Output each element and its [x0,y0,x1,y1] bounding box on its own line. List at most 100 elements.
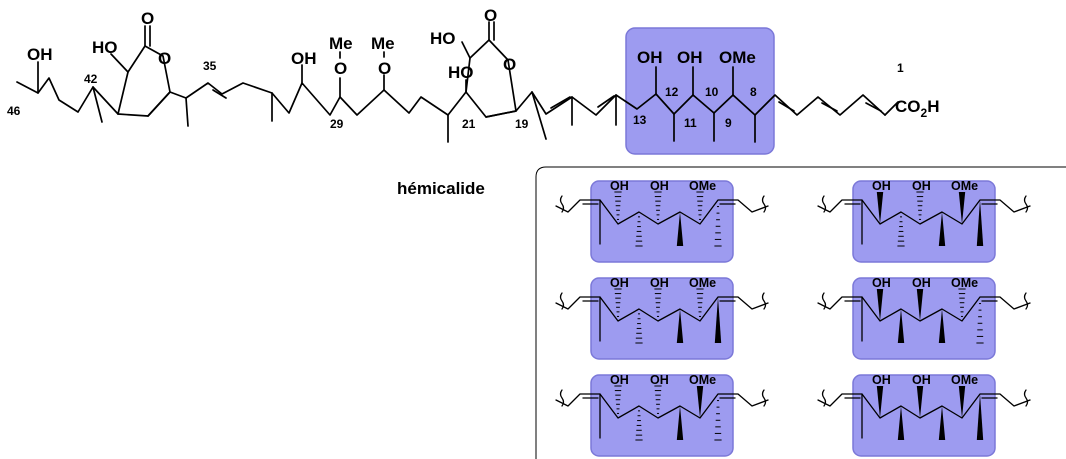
wavy-bond-right [761,195,767,213]
num-c19: 19 [515,117,529,131]
label-ome9: OMe [689,373,716,387]
double-bond-c3 [865,102,882,112]
label-oh11: OH [912,276,931,290]
label-carbonyl-right: O [484,6,497,25]
label-ome9: OMe [689,276,716,290]
double-bond-c15 [597,95,615,108]
fragment-backbone [555,296,769,322]
ome9-stereo-bond [958,288,966,317]
double-bond-c7 [778,101,795,112]
label-ome9: OMe [719,48,756,67]
label-ome9: OMe [951,179,978,193]
me8-stereo-bond [976,394,984,440]
label-ring-o-right: O [503,55,516,74]
candidate-2: OH OH OMe [817,179,1031,263]
label-oh11: OH [650,179,669,193]
label-oh13: OH [610,276,629,290]
label-oh-mid: OH [291,49,317,68]
label-ome9: OMe [951,276,978,290]
bond-c1-co2h [884,101,899,116]
me12-stereo-bond [897,216,905,247]
wavy-bond-right [1023,292,1029,310]
me10-stereo-bond [938,406,946,440]
oh11-stereo-bond [916,191,924,220]
me12-stereo-bond [635,410,643,441]
label-ho-lactone-right: HO [430,29,456,48]
label-co2h: CO2H [895,97,939,120]
hemicalide-structure: OH HO O O OH Me O Me O HO O O HO OH OH O… [7,6,939,155]
wavy-bond-right [761,389,767,407]
bond-ho-right [461,41,471,59]
wavy-bond-right [761,292,767,310]
compound-name: hémicalide [397,179,485,198]
lactone-left-ring [117,45,171,117]
ome9-stereo-bond [696,191,704,220]
oh13-stereo-bond [614,288,622,317]
num-c42: 42 [84,72,98,86]
bond-me18 [531,91,547,140]
fragment-backbone [555,393,769,419]
label-ho21: HO [448,63,474,82]
oh13-stereo-bond [614,191,622,220]
me12-stereo-bond [897,406,905,440]
ome9-stereo-bond [958,386,966,418]
me8-stereo-bond [714,297,722,343]
num-c13: 13 [633,113,647,127]
oh11-stereo-bond [654,385,662,414]
oh11-stereo-bond [654,288,662,317]
label-o27: O [378,59,391,78]
me8-stereo-bond [714,206,722,247]
num-c21: 21 [462,117,476,131]
fragment-backbone [817,199,1031,225]
wavy-bond-right [1023,195,1029,213]
label-ho-lactone-left: HO [92,38,118,57]
label-carbonyl-left: O [141,9,154,28]
double-bond-c17 [550,96,571,109]
num-c35: 35 [203,59,217,73]
me10-stereo-bond [938,212,946,246]
num-c11: 11 [684,116,697,130]
label-oh13: OH [637,48,663,67]
highlight-box-main [625,27,775,155]
wavy-bond-right [1023,389,1029,407]
ome9-stereo-bond [696,386,704,418]
num-c9: 9 [725,116,732,130]
label-oh13: OH [872,179,891,193]
oh11-stereo-bond [654,191,662,220]
label-oh13: OH [610,179,629,193]
oh13-stereo-bond [614,385,622,414]
bond-me42 [92,86,103,123]
label-oh13: OH [872,276,891,290]
candidates-panel-frame [535,166,1066,459]
bond-ho-left [110,53,129,73]
me10-stereo-bond [938,309,946,343]
num-c12: 12 [665,85,679,99]
num-c46: 46 [7,104,21,118]
label-o29: O [334,59,347,78]
me10-stereo-bond [676,212,684,246]
label-oh11: OH [650,373,669,387]
me12-stereo-bond [897,309,905,343]
num-c1: 1 [897,61,904,75]
oh13-stereo-bond [876,192,884,224]
lactone-right-ring [465,39,517,118]
candidate-4: OH OH OMe [817,276,1031,360]
me12-stereo-bond [635,216,643,247]
me8-stereo-bond [976,200,984,246]
oh11-stereo-bond [916,289,924,321]
ome9-stereo-bond [958,192,966,224]
oh13-stereo-bond [876,289,884,321]
me8-stereo-bond [714,400,722,441]
label-me27: Me [371,34,395,53]
double-bond-c5 [821,102,838,112]
me10-stereo-bond [676,406,684,440]
label-oh11: OH [912,373,931,387]
label-oh46: OH [27,45,53,64]
label-oh11: OH [912,179,931,193]
label-ome9: OMe [951,373,978,387]
